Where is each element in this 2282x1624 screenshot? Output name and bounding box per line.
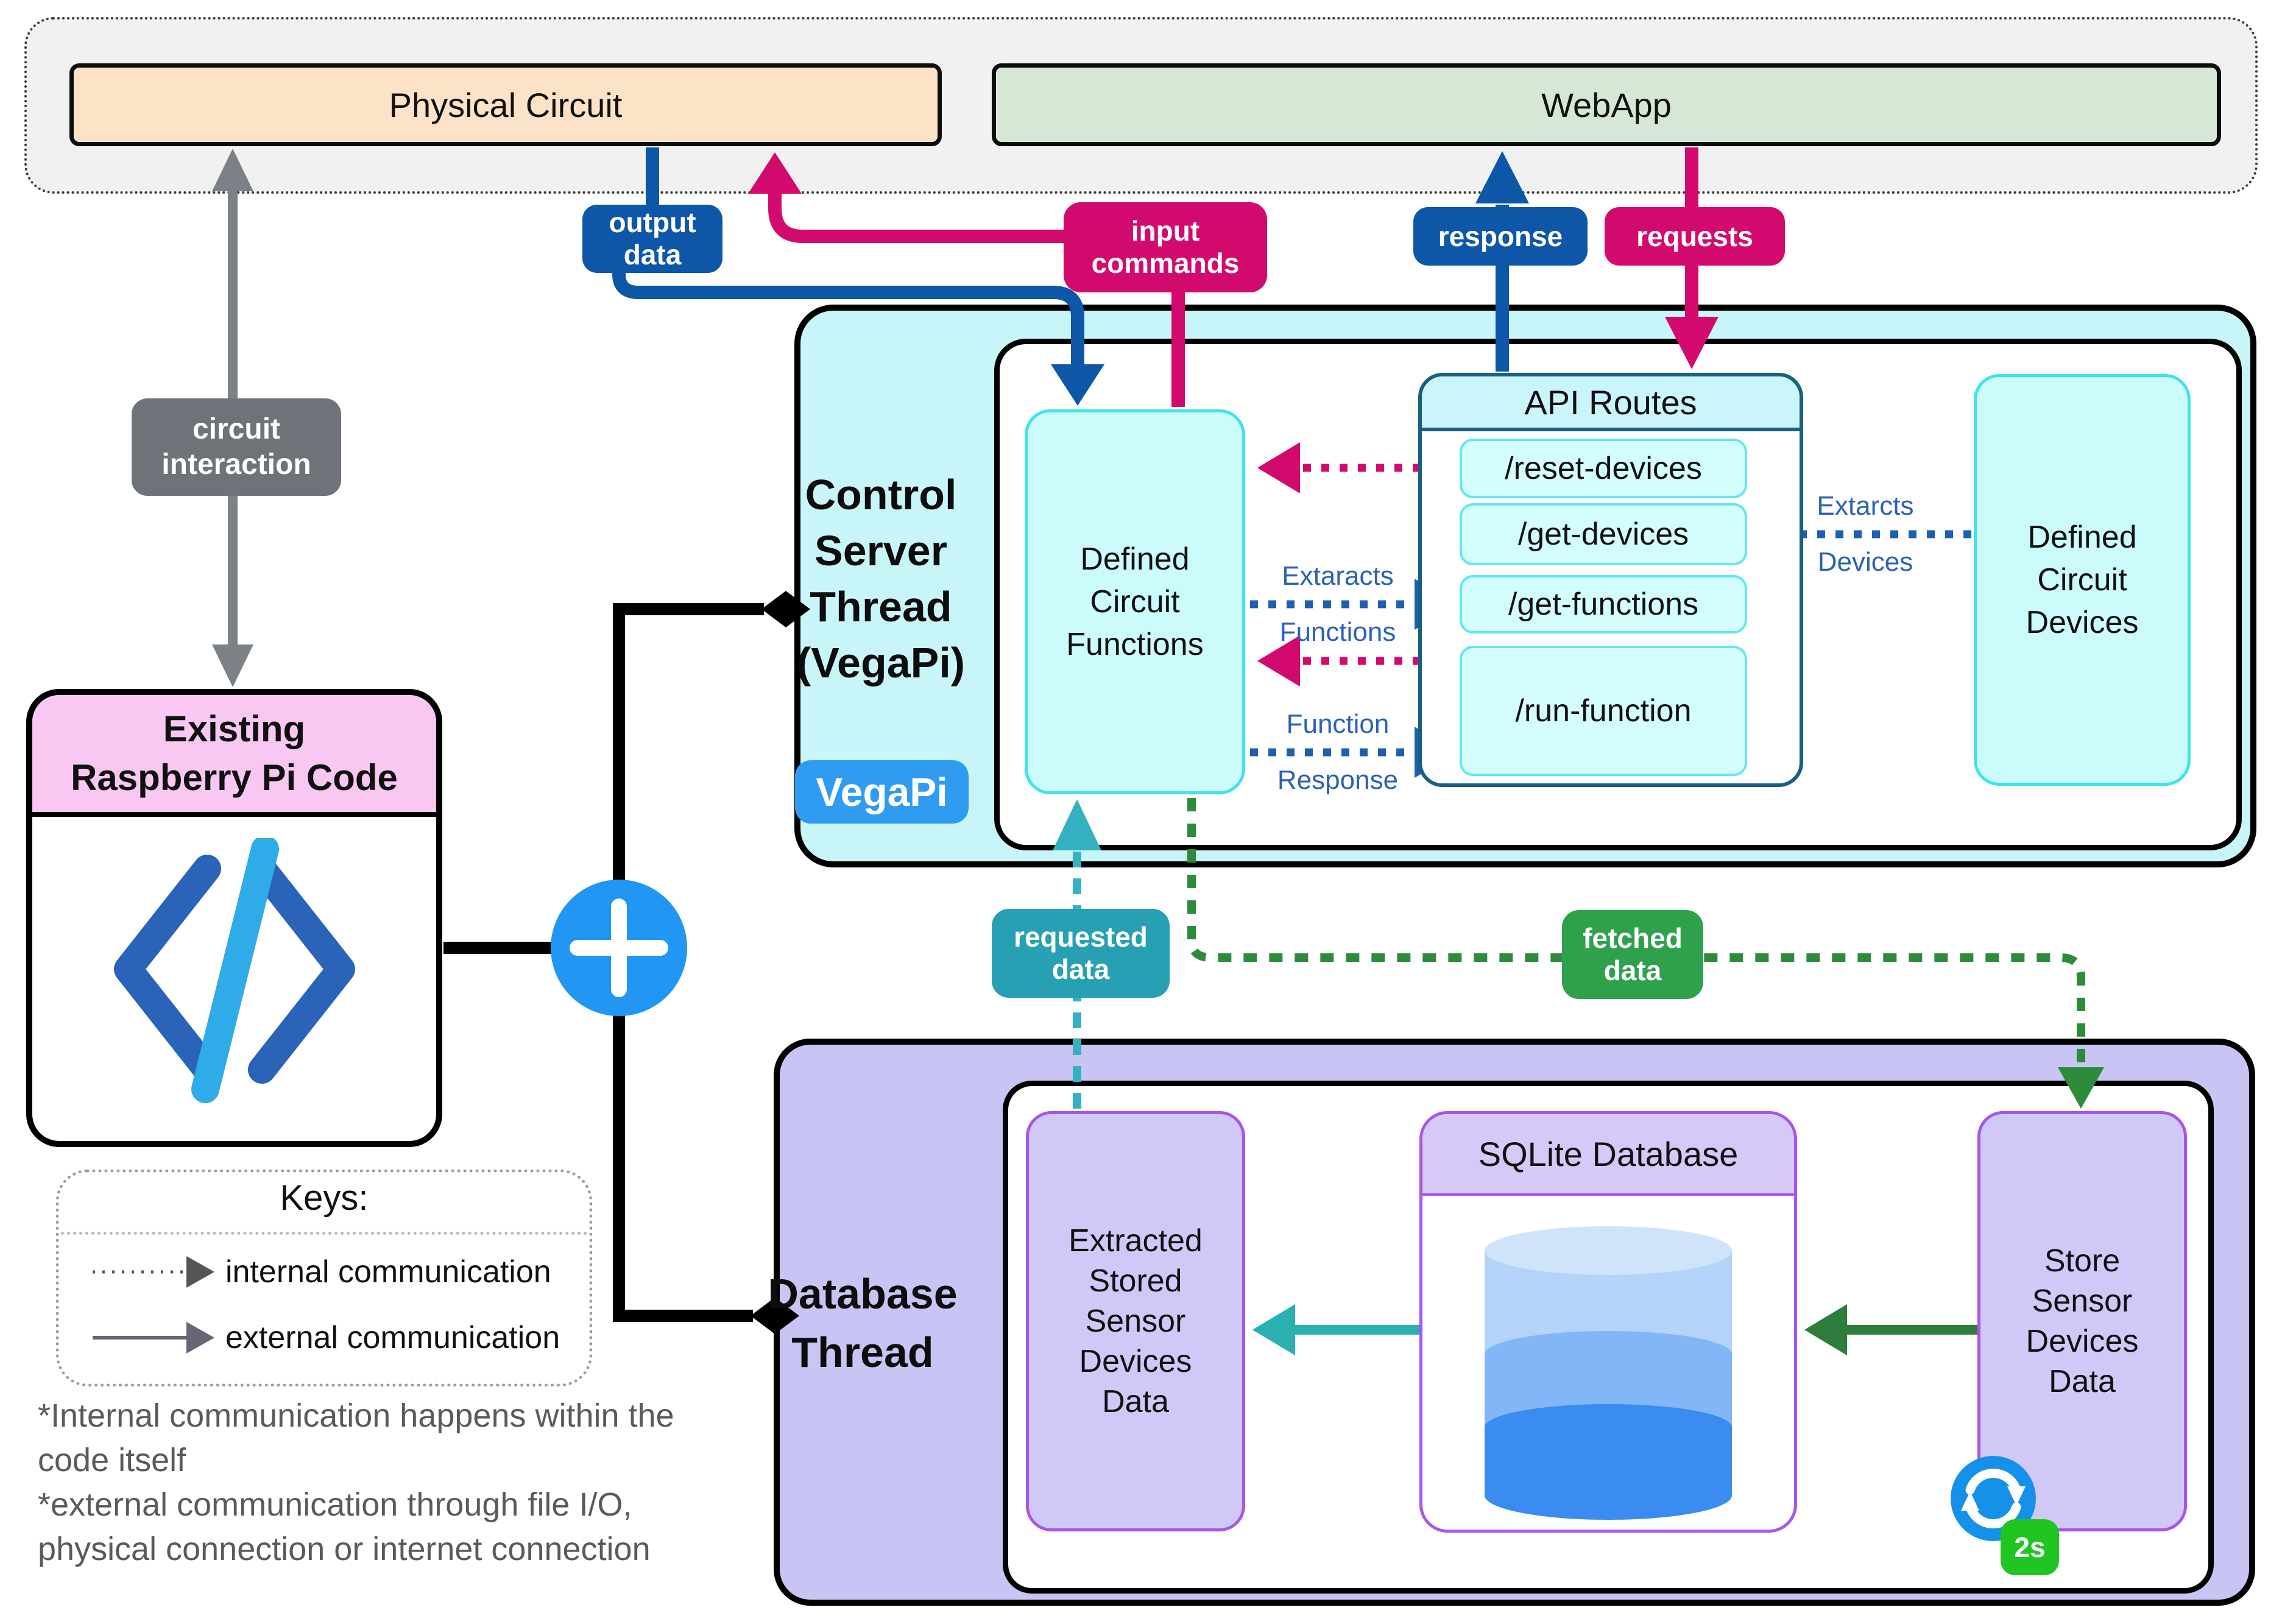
- store-to-sqlite-arrow: [1804, 1304, 1981, 1355]
- sqlite-database-body: [1422, 1196, 1794, 1530]
- keys-title: Keys:: [280, 1177, 369, 1218]
- sqlite-to-extracted-arrow: [1252, 1304, 1421, 1355]
- extarcts-devices-label: Extarcts Devices: [1817, 491, 1914, 577]
- function-response-label: Function Response: [1277, 709, 1399, 795]
- sqlite-database-box: SQLite Database: [1419, 1111, 1797, 1533]
- defined-circuit-devices-box: Defined Circuit Devices: [1974, 374, 2191, 786]
- plus-icon: [551, 880, 687, 1016]
- raspberry-pi-code-box: Existing Raspberry Pi Code: [26, 689, 442, 1147]
- input-commands-arrow: [748, 152, 1185, 407]
- keys-legend-box: [56, 1170, 592, 1386]
- fetched-data-label: fetched data: [1562, 910, 1703, 999]
- defined-circuit-functions-box: Defined Circuit Functions: [1025, 409, 1245, 794]
- physical-circuit-box: Physical Circuit: [69, 63, 942, 146]
- code-icon: [113, 838, 355, 1103]
- api-route-reset-devices: /reset-devices: [1460, 439, 1747, 498]
- output-data-label: output data: [582, 205, 722, 273]
- vegapi-badge: VegaPi: [795, 760, 969, 824]
- run-function-call-arrow: [1257, 635, 1457, 687]
- external-communication-key-arrow: [93, 1322, 214, 1354]
- database-thread-title: Database Thread: [768, 1270, 958, 1376]
- raspberry-pi-code-body: [32, 817, 436, 1141]
- footnotes: *Internal communication happens within t…: [38, 1397, 674, 1567]
- response-label: response: [1413, 207, 1588, 266]
- circuit-interaction-label: circuit interaction: [132, 398, 341, 496]
- output-data-arrow: [612, 147, 1104, 406]
- extracted-stored-sensor-data-box: Extracted Stored Sensor Devices Data: [1026, 1111, 1245, 1531]
- webapp-box: WebApp: [992, 63, 2221, 146]
- control-server-title: Control Server Thread (VegaPi): [796, 471, 966, 687]
- api-route-get-functions: /get-functions: [1460, 575, 1747, 634]
- refresh-interval-badge: 2s: [2001, 1519, 2059, 1575]
- keys-internal-label: internal communication: [225, 1254, 551, 1290]
- code-merge-connectors: [443, 591, 810, 1334]
- api-routes-header: API Routes: [1422, 376, 1800, 431]
- keys-external-label: external communication: [225, 1320, 560, 1355]
- requested-data-arrow: [1053, 799, 1101, 1109]
- raspberry-pi-code-header: Existing Raspberry Pi Code: [32, 695, 436, 817]
- sqlite-database-header: SQLite Database: [1422, 1114, 1794, 1196]
- api-route-get-devices: /get-devices: [1460, 503, 1747, 565]
- internal-communication-key-arrow: [93, 1256, 214, 1288]
- reset-devices-call-arrow: [1257, 442, 1457, 493]
- requests-label: requests: [1605, 207, 1785, 266]
- requested-data-label: requested data: [992, 909, 1170, 998]
- input-commands-label: input commands: [1064, 202, 1267, 292]
- api-route-run-function: /run-function: [1460, 646, 1747, 776]
- extaracts-functions-label: Extaracts Functions: [1279, 561, 1396, 647]
- database-cylinder-icon: [1485, 1226, 1732, 1520]
- keys-divider: [61, 1232, 587, 1235]
